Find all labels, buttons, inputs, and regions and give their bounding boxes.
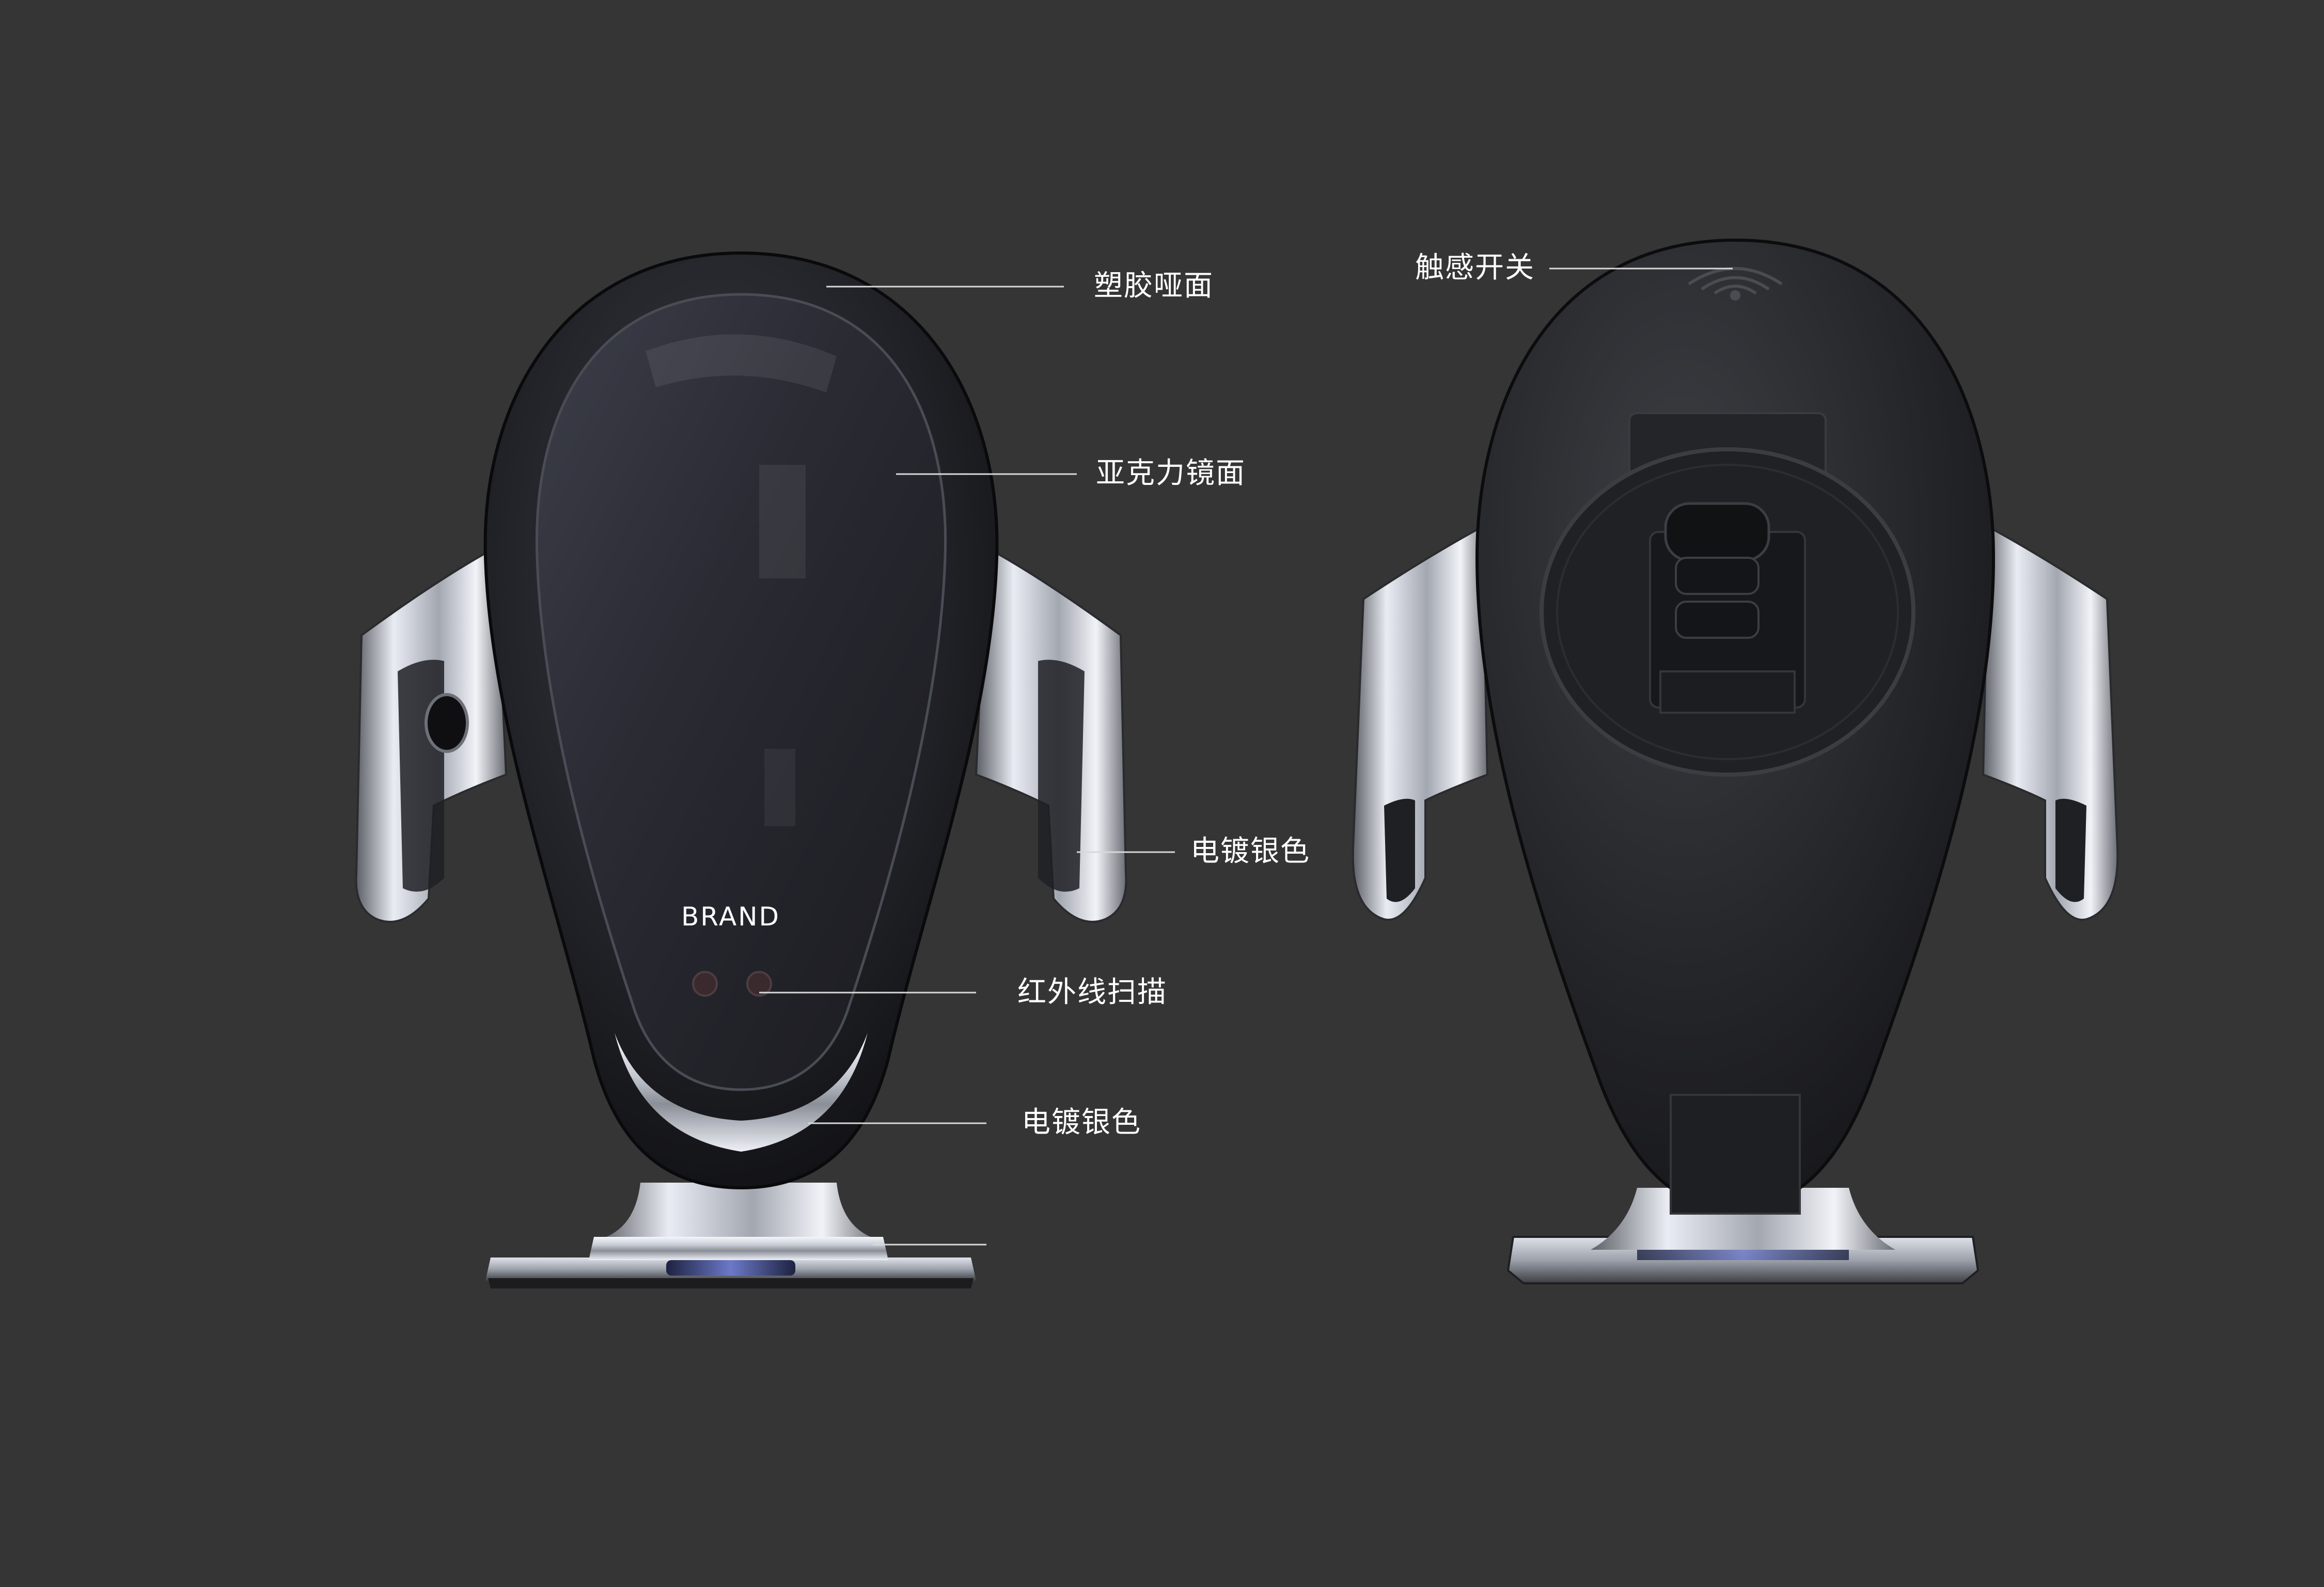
touch-switch (1688, 267, 1783, 301)
callout-matte-plastic: 塑胶哑面 (1094, 269, 1214, 303)
ir-sensor-left (692, 971, 718, 997)
back-right-arm (1982, 525, 2119, 921)
callout-acrylic-mirror: 亚克力镜面 (1096, 457, 1246, 490)
front-acrylic-face (535, 293, 947, 1091)
front-base (485, 1183, 976, 1289)
vent-clip (1649, 502, 1806, 714)
callout-plating-silver-arm: 电镀银色 (1190, 835, 1310, 868)
front-left-arm (355, 545, 508, 923)
front-view-holder (355, 251, 1127, 1289)
front-right-arm (975, 545, 1127, 923)
back-base (1506, 1188, 1980, 1284)
back-left-arm (1352, 525, 1489, 921)
leader-lines (759, 268, 1733, 1246)
back-view-holder (1352, 238, 2119, 1284)
brand-logo-text: BRAND (681, 902, 780, 932)
ir-sensor-right (746, 971, 772, 997)
callout-infrared-scan: 红外线扫描 (1017, 976, 1167, 1009)
callout-plating-silver-base: 电镀银色 (1022, 1106, 1141, 1139)
callout-touch-switch: 触感开关 (1415, 251, 1535, 285)
